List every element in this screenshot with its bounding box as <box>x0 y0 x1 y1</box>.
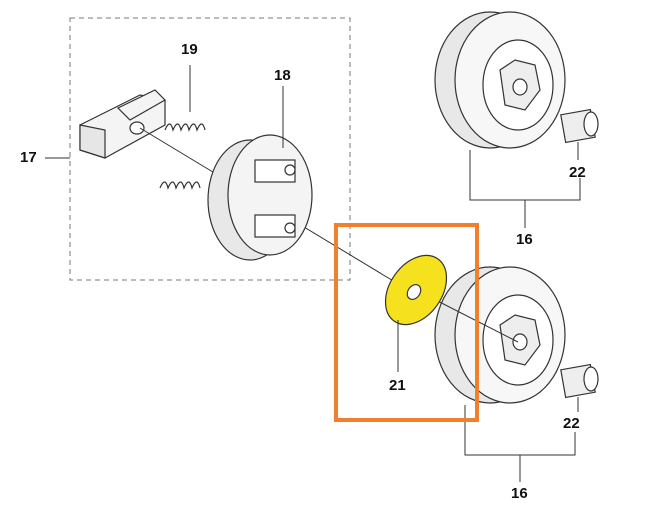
needle-bearing-bottom <box>560 363 599 399</box>
label-16-bottom: 16 <box>511 485 528 502</box>
washer-part <box>384 254 448 326</box>
label-18: 18 <box>274 67 291 84</box>
label-22-bottom: 22 <box>563 415 580 432</box>
spring-part <box>159 123 206 190</box>
clutch-part <box>207 134 313 261</box>
clutch-drum-top <box>434 11 566 149</box>
leader-16-bottom-bracket <box>464 405 576 456</box>
label-17: 17 <box>20 149 37 166</box>
assembly-group-box <box>69 17 351 281</box>
clutch-shoe-part <box>79 89 166 159</box>
label-16-top: 16 <box>516 231 533 248</box>
highlight-box <box>334 223 479 422</box>
leader-16-top-bracket <box>469 150 581 201</box>
label-21: 21 <box>389 377 406 394</box>
needle-bearing-top <box>560 108 599 144</box>
clutch-drum-bottom <box>434 266 566 404</box>
label-22-top: 22 <box>569 164 586 181</box>
label-19: 19 <box>181 41 198 58</box>
